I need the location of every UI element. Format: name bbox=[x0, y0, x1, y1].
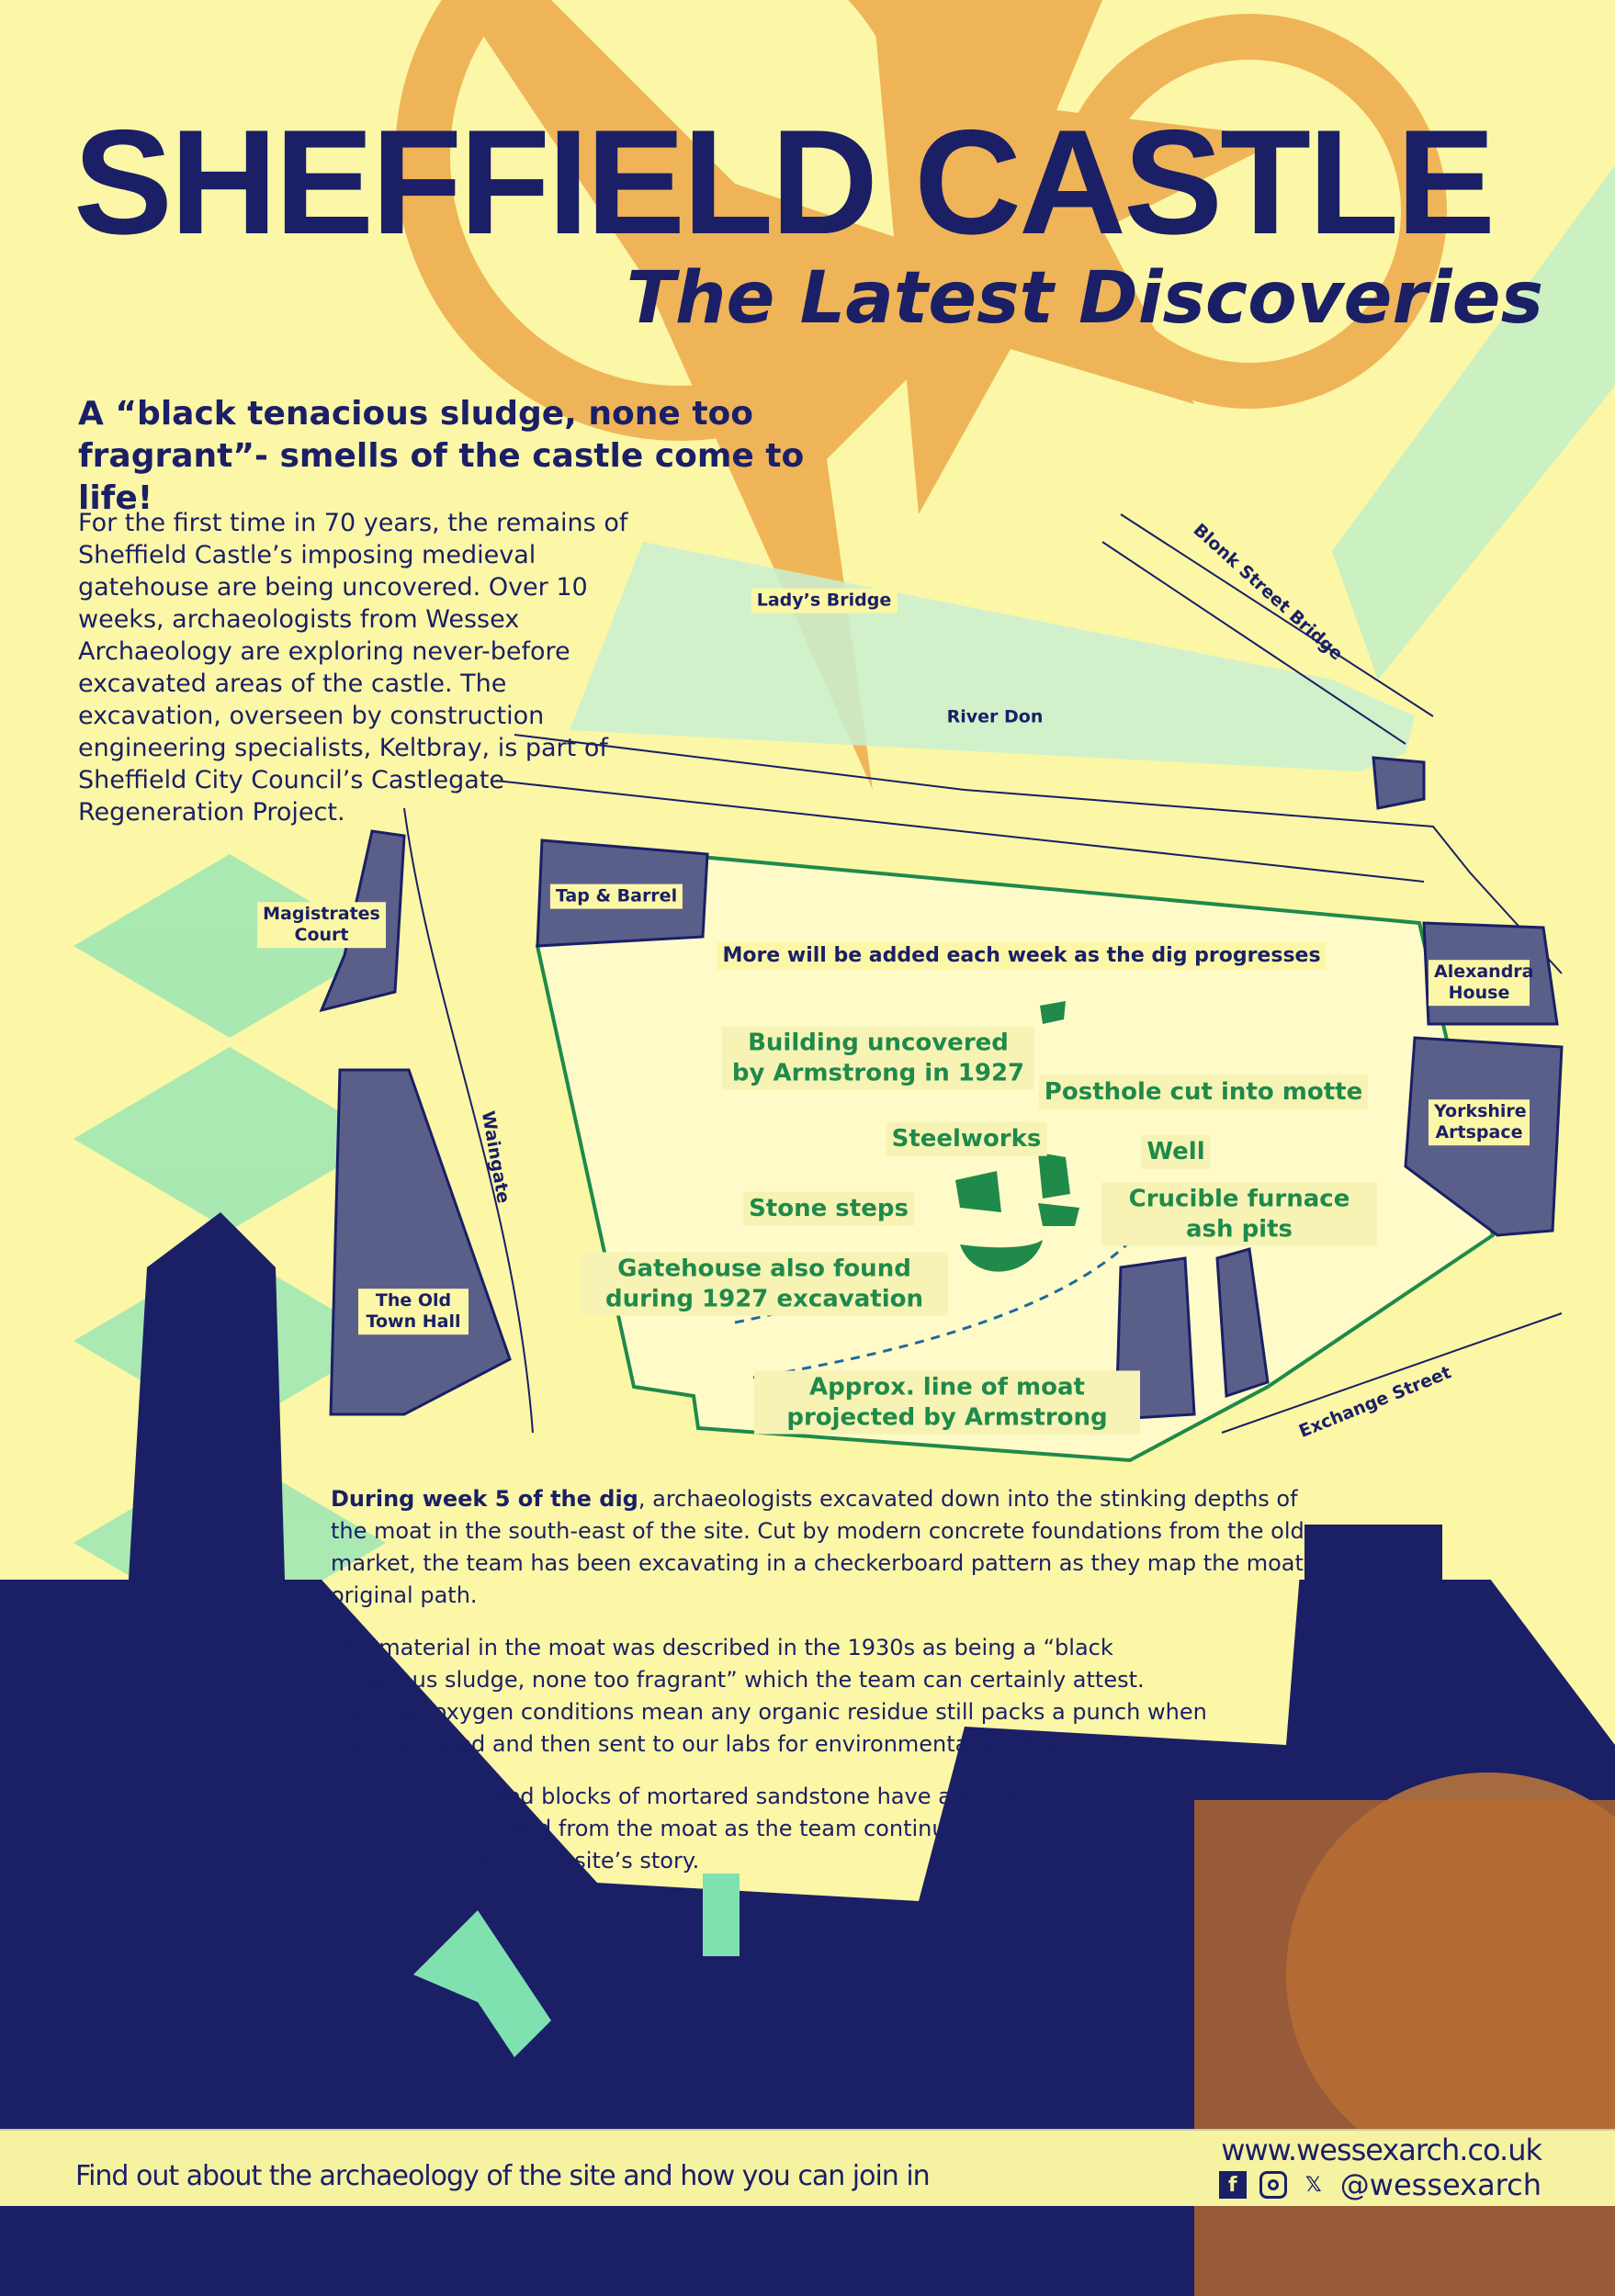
update-paragraph-3: Tumbled blocks of mortared sandstone hav… bbox=[441, 1784, 1045, 1874]
social-handle[interactable]: @wessexarch bbox=[1339, 2167, 1542, 2202]
footer-band bbox=[0, 2129, 1615, 2206]
map-label-ladys-bridge: Lady’s Bridge bbox=[751, 588, 898, 613]
mint-beam bbox=[1332, 165, 1615, 680]
map-label-tap-barrel: Tap & Barrel bbox=[549, 884, 683, 909]
compass-rose-decoration bbox=[395, 0, 1447, 790]
find-label-building: Building uncovered by Armstrong in 1927 bbox=[722, 1026, 1034, 1090]
find-label-posthole: Posthole cut into motte bbox=[1038, 1075, 1369, 1109]
map-label-old-town-hall: The Old Town Hall bbox=[358, 1289, 469, 1334]
map-label-magistrates-court: Magistrates Court bbox=[257, 902, 386, 948]
update-paragraph-2: The material in the moat was described i… bbox=[331, 1635, 1207, 1757]
excavated-features bbox=[955, 1001, 1079, 1272]
intro-body: For the first time in 70 years, the rema… bbox=[78, 509, 628, 827]
footer-cta: Find out about the archaeology of the si… bbox=[75, 2160, 931, 2192]
update-paragraph-1: During week 5 of the dig, archaeologists… bbox=[331, 1483, 1323, 1612]
website-link[interactable]: www.wessexarch.co.uk bbox=[1221, 2133, 1542, 2167]
map-label-yorkshire-artspace: Yorkshire Artspace bbox=[1429, 1099, 1530, 1145]
facebook-icon[interactable]: f bbox=[1218, 2171, 1247, 2199]
map-label-river-don: River Don bbox=[946, 706, 1044, 727]
river-don bbox=[570, 542, 1415, 771]
social-links: f 𝕏 @wessexarch bbox=[1218, 2167, 1542, 2202]
poster-title: SHEFFIELD CASTLE bbox=[73, 99, 1496, 265]
find-label-well: Well bbox=[1141, 1134, 1211, 1169]
find-label-gatehouse: Gatehouse also found during 1927 excavat… bbox=[581, 1252, 948, 1316]
update-lead: During week 5 of the dig bbox=[331, 1486, 638, 1512]
find-label-moat: Approx. line of moat projected by Armstr… bbox=[754, 1370, 1140, 1435]
update-p1-text: , archaeologists excavated down into the… bbox=[331, 1486, 1323, 1608]
find-label-stone-steps: Stone steps bbox=[743, 1191, 914, 1226]
x-icon[interactable]: 𝕏 bbox=[1304, 2173, 1322, 2197]
map-note: More will be added each week as the dig … bbox=[717, 941, 1327, 971]
find-label-steelworks: Steelworks bbox=[886, 1121, 1047, 1156]
poster-subtitle: The Latest Discoveries bbox=[626, 257, 1543, 340]
instagram-icon[interactable] bbox=[1259, 2171, 1287, 2199]
intro-heading: A “black tenacious sludge, none too frag… bbox=[78, 395, 805, 517]
find-label-crucible: Crucible furnace ash pits bbox=[1101, 1182, 1377, 1246]
map-roads bbox=[403, 513, 1563, 1434]
week-update: During week 5 of the dig, archaeologists… bbox=[331, 1483, 1323, 1897]
map-label-alexandra-house: Alexandra House bbox=[1429, 960, 1534, 1006]
